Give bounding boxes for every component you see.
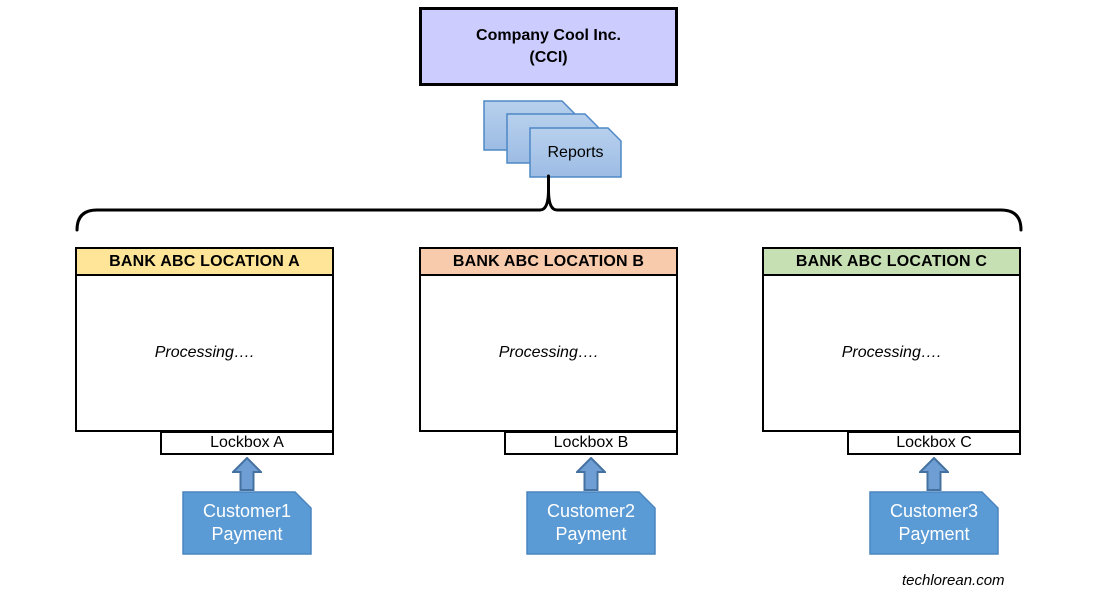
payment-note-b: Customer2 Payment xyxy=(526,491,656,555)
lockbox-label-b: Lockbox B xyxy=(553,434,629,451)
brace-path xyxy=(75,174,1023,232)
up-arrow-icon-c xyxy=(919,457,949,491)
payment-line2-c: Payment xyxy=(898,524,970,544)
bank-title-b: BANK ABC LOCATION B xyxy=(452,252,645,270)
bank-body-c: Processing…. xyxy=(764,276,1019,430)
payment-note-shape-c xyxy=(869,491,999,555)
payment-label-b: Customer2 Payment xyxy=(526,491,656,555)
payment-line1-a: Customer1 xyxy=(202,501,292,521)
watermark: techlorean.com xyxy=(902,572,1005,589)
payment-line2-b: Payment xyxy=(555,524,627,544)
bank-group-a: BANK ABC LOCATION A Processing…. Lockbox… xyxy=(75,247,335,555)
company-box: Company Cool Inc. (CCI) xyxy=(419,7,678,86)
bank-body-a: Processing…. xyxy=(77,276,332,430)
payment-label-c: Customer3 Payment xyxy=(869,491,999,555)
reports-label: Reports xyxy=(547,143,604,161)
up-arrow-icon-a xyxy=(232,457,262,491)
reports-stack-icon xyxy=(483,100,622,178)
payment-line2-a: Payment xyxy=(211,524,283,544)
payment-line1-c: Customer3 xyxy=(889,501,979,521)
bank-header-c: BANK ABC LOCATION C xyxy=(764,249,1019,276)
bank-group-b: BANK ABC LOCATION B Processing…. Lockbox… xyxy=(419,247,679,555)
lockbox-c: Lockbox C xyxy=(847,431,1021,455)
payment-note-shape-b xyxy=(526,491,656,555)
bank-panel-a: BANK ABC LOCATION A Processing…. xyxy=(75,247,334,432)
bank-group-c: BANK ABC LOCATION C Processing…. Lockbox… xyxy=(762,247,1022,555)
payment-note-a: Customer1 Payment xyxy=(182,491,312,555)
lockbox-b: Lockbox B xyxy=(504,431,678,455)
company-abbr: (CCI) xyxy=(529,48,568,66)
lockbox-a: Lockbox A xyxy=(160,431,334,455)
processing-text-a: Processing…. xyxy=(154,344,255,361)
bank-title-a: BANK ABC LOCATION A xyxy=(109,252,300,270)
processing-text-b: Processing…. xyxy=(498,344,599,361)
bank-body-b: Processing…. xyxy=(421,276,676,430)
brace-connector xyxy=(75,174,1023,232)
processing-text-c: Processing…. xyxy=(841,344,942,361)
payment-label-a: Customer1 Payment xyxy=(182,491,312,555)
report-card-front-icon xyxy=(529,127,622,178)
up-arrow-icon-b xyxy=(576,457,606,491)
bank-panel-b: BANK ABC LOCATION B Processing…. xyxy=(419,247,678,432)
bank-header-b: BANK ABC LOCATION B xyxy=(421,249,676,276)
company-name: Company Cool Inc. xyxy=(476,26,621,44)
payment-note-c: Customer3 Payment xyxy=(869,491,999,555)
bank-panel-c: BANK ABC LOCATION C Processing…. xyxy=(762,247,1021,432)
bank-title-c: BANK ABC LOCATION C xyxy=(795,252,988,270)
payment-note-shape-a xyxy=(182,491,312,555)
payment-line1-b: Customer2 xyxy=(546,501,636,521)
lockbox-label-a: Lockbox A xyxy=(210,434,284,451)
bank-header-a: BANK ABC LOCATION A xyxy=(77,249,332,276)
lockbox-label-c: Lockbox C xyxy=(896,434,972,451)
